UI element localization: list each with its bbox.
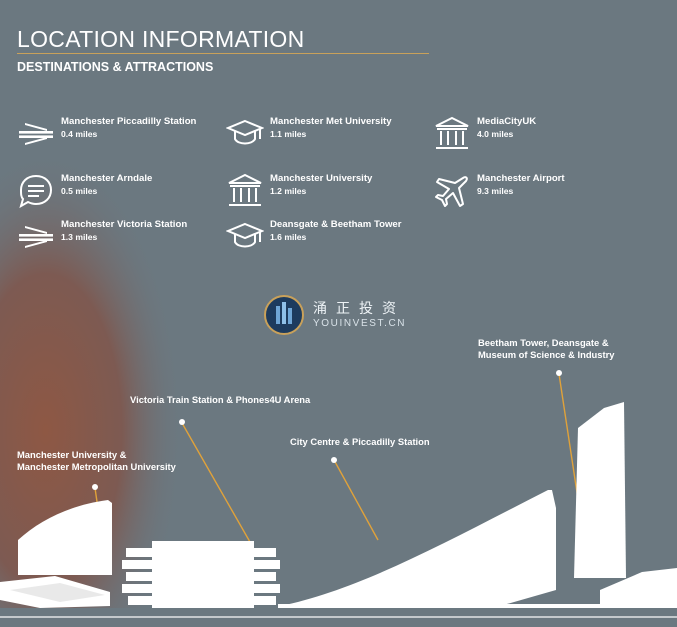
destination-distance: 1.1 miles bbox=[270, 129, 307, 139]
destination-name: Manchester Airport bbox=[477, 173, 565, 184]
callout-label: Victoria Train Station & Phones4U Arena bbox=[130, 394, 311, 405]
youinvest-logo: 涌正投资 YOUINVEST.CN bbox=[263, 294, 423, 336]
speech-bubble-icon bbox=[19, 174, 53, 209]
rail-icon bbox=[19, 226, 53, 248]
page-title: LOCATION INFORMATION bbox=[17, 26, 305, 52]
callout-label: Beetham Tower, Deansgate & bbox=[478, 337, 609, 348]
callout-label: City Centre & Piccadilly Station bbox=[290, 436, 430, 447]
callout-label: Manchester University & bbox=[17, 449, 127, 460]
destination-distance: 0.4 miles bbox=[61, 129, 98, 139]
title-divider bbox=[17, 53, 429, 54]
building-shapes bbox=[0, 402, 677, 616]
airplane-icon bbox=[435, 176, 468, 207]
logo-english-text: YOUINVEST.CN bbox=[313, 318, 407, 329]
callout-beetham: Beetham Tower, Deansgate & Museum of Sci… bbox=[478, 337, 615, 361]
destination-name: Manchester Arndale bbox=[61, 173, 153, 184]
destination-name: Manchester University bbox=[270, 173, 373, 184]
callout-university: Manchester University & Manchester Metro… bbox=[17, 449, 176, 473]
logo-chinese-text: 涌正投资 bbox=[313, 301, 405, 317]
destination-distance: 9.3 miles bbox=[477, 186, 514, 196]
destination-name: MediaCityUK bbox=[477, 116, 537, 127]
destination-distance: 0.5 miles bbox=[61, 186, 98, 196]
destination-name: Manchester Met University bbox=[270, 116, 392, 127]
rail-icon bbox=[19, 123, 53, 145]
callout-label: Manchester Metropolitan University bbox=[17, 461, 176, 472]
callout-city-centre: City Centre & Piccadilly Station bbox=[290, 436, 430, 448]
destination-distance: 4.0 miles bbox=[477, 129, 514, 139]
callout-label: Museum of Science & Industry bbox=[478, 349, 615, 360]
destination-name: Manchester Victoria Station bbox=[61, 219, 188, 230]
institution-icon bbox=[228, 173, 262, 206]
destination-name: Deansgate & Beetham Tower bbox=[270, 219, 402, 230]
page-subtitle: DESTINATIONS & ATTRACTIONS bbox=[17, 60, 214, 74]
institution-icon bbox=[435, 116, 469, 149]
logo-emblem-icon bbox=[264, 295, 304, 335]
destination-distance: 1.6 miles bbox=[270, 232, 307, 242]
graduation-cap-icon bbox=[226, 222, 264, 248]
graduation-cap-icon bbox=[226, 119, 264, 145]
destination-name: Manchester Piccadilly Station bbox=[61, 116, 197, 127]
destination-distance: 1.2 miles bbox=[270, 186, 307, 196]
destination-distance: 1.3 miles bbox=[61, 232, 98, 242]
callout-dots bbox=[92, 370, 562, 490]
callout-victoria: Victoria Train Station & Phones4U Arena bbox=[130, 394, 310, 406]
